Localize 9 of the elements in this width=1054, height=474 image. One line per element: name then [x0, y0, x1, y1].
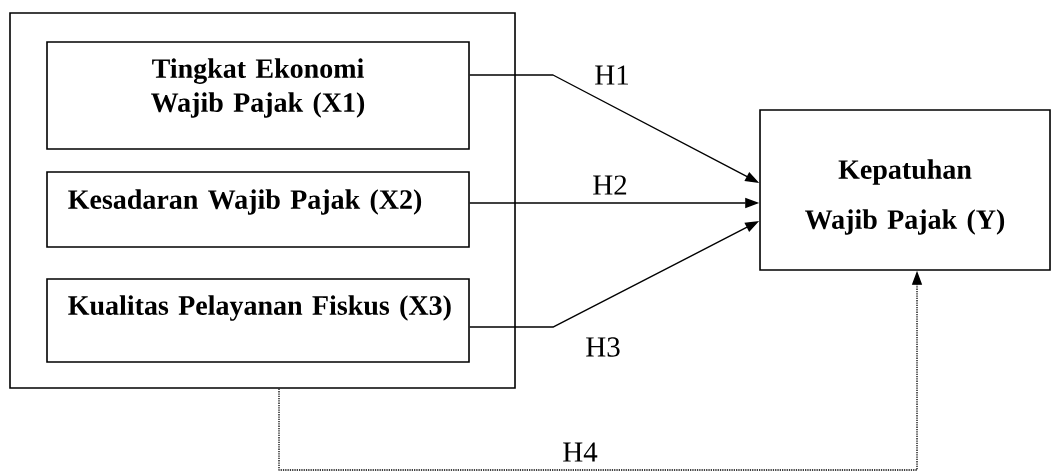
edge-label: H3 — [584, 336, 622, 358]
variable-box: Kepatuhan Wajib Pajak (Y) — [759, 109, 1051, 271]
edge-label: H1 — [593, 64, 631, 86]
variable-box: Tingkat Ekonomi Wajib Pajak (X1) — [46, 41, 470, 150]
edge-label: H2 — [591, 174, 629, 196]
edge-label: H4 — [561, 441, 599, 463]
variable-box: Kualitas Pelayanan Fiskus (X3) — [46, 278, 470, 363]
group-box — [9, 12, 516, 389]
variable-box: Kesadaran Wajib Pajak (X2) — [46, 171, 470, 248]
